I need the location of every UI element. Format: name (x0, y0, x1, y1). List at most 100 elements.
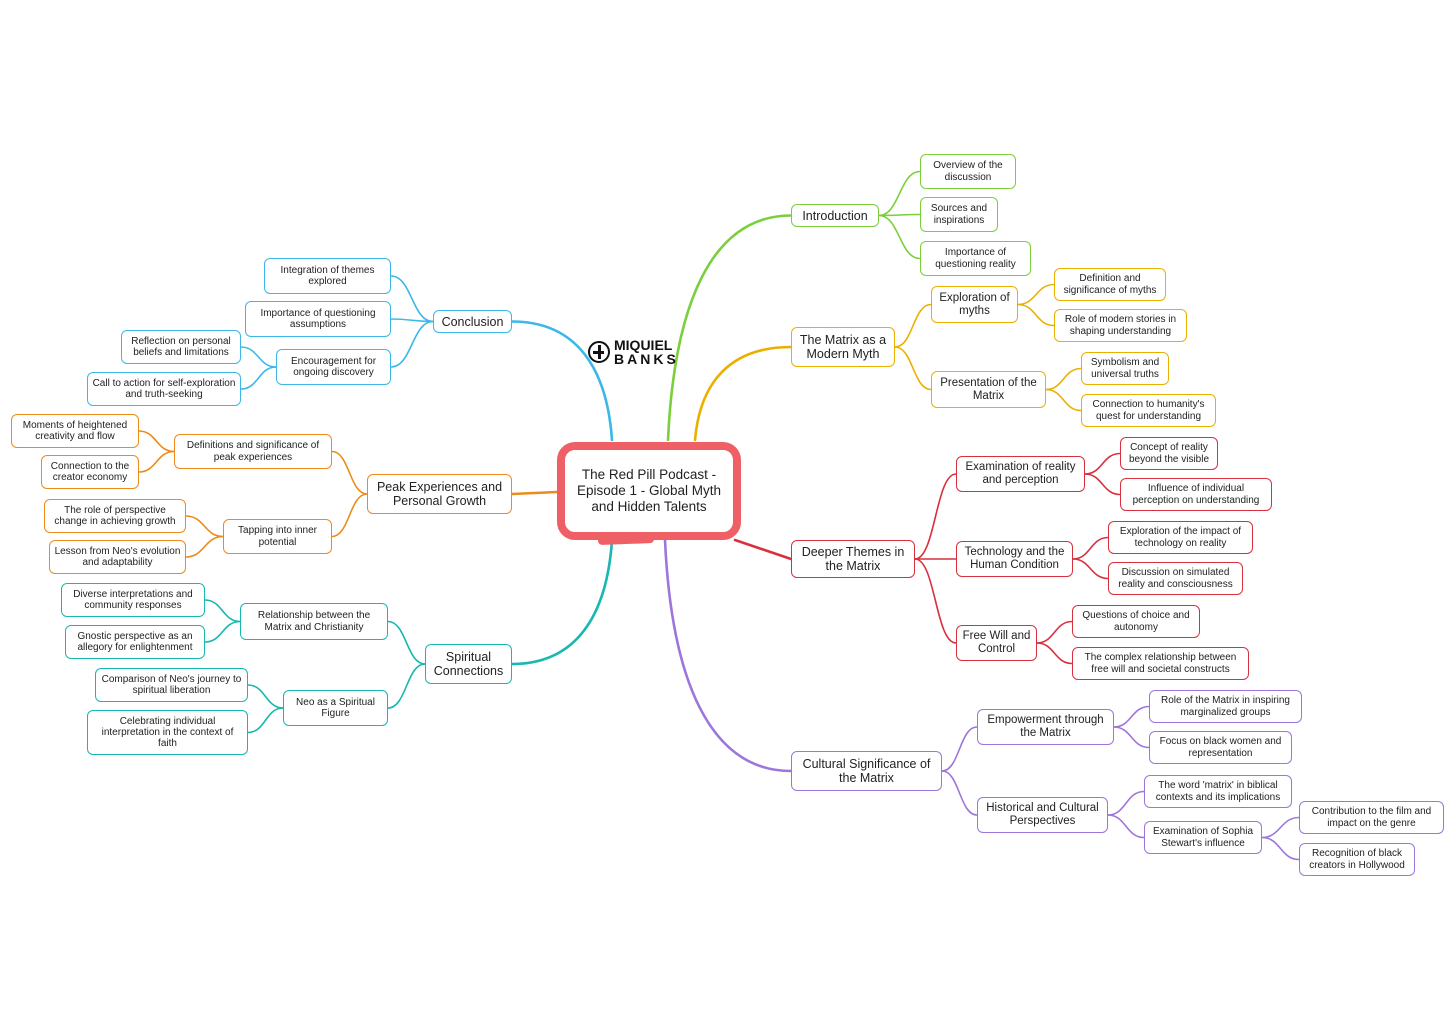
connector-line (1072, 558, 1109, 580)
connector-line (878, 214, 921, 260)
detail-free-will-societal[interactable]: The complex relationship between free wi… (1072, 647, 1249, 680)
root-connector-spiritual (510, 538, 614, 666)
subtopic-overview[interactable]: Overview of the discussion (920, 154, 1016, 189)
topic-spiritual-connections[interactable]: Spiritual Connections (425, 644, 512, 684)
detail-call-to-action[interactable]: Call to action for self-exploration and … (87, 372, 241, 406)
detail-gnostic-perspective[interactable]: Gnostic perspective as an allegory for e… (65, 625, 205, 659)
connector-line (1072, 536, 1109, 560)
root-connector-peak (510, 490, 559, 496)
detail-individual-interpretation[interactable]: Celebrating individual interpretation in… (87, 710, 248, 755)
detail-black-creators[interactable]: Recognition of black creators in Hollywo… (1299, 843, 1415, 876)
subtopic-neo-spiritual-figure[interactable]: Neo as a Spiritual Figure (283, 690, 388, 726)
root-connector-conclusion (510, 320, 614, 442)
detail-diverse-interpretations[interactable]: Diverse interpretations and community re… (61, 583, 205, 617)
subtopic-definitions-peak-experiences[interactable]: Definitions and significance of peak exp… (174, 434, 332, 469)
detail-perspective-change[interactable]: The role of perspective change in achiev… (44, 499, 186, 533)
subtopic-exploration-of-myths[interactable]: Exploration of myths (931, 286, 1018, 323)
brand-logo: MIQUIEL BANKS (588, 338, 679, 366)
connector-line (1084, 452, 1121, 475)
topic-matrix-modern-myth[interactable]: The Matrix as a Modern Myth (791, 327, 895, 367)
mb-logo-icon (588, 341, 610, 363)
connector-line (1261, 816, 1300, 839)
topic-deeper-themes[interactable]: Deeper Themes in the Matrix (791, 540, 915, 578)
connector-line (1045, 367, 1082, 391)
subtopic-matrix-christianity[interactable]: Relationship between the Matrix and Chri… (240, 603, 388, 640)
detail-impact-of-technology[interactable]: Exploration of the impact of technology … (1108, 521, 1253, 554)
connector-line (247, 707, 284, 734)
subtopic-ongoing-discovery[interactable]: Encouragement for ongoing discovery (276, 349, 391, 385)
subtopic-integration-of-themes[interactable]: Integration of themes explored (264, 258, 391, 294)
logo-text: MIQUIEL BANKS (614, 338, 679, 366)
connector-line (138, 430, 175, 453)
detail-neo-evolution[interactable]: Lesson from Neo's evolution and adaptabi… (49, 540, 186, 574)
subtopic-questioning-assumptions[interactable]: Importance of questioning assumptions (245, 301, 391, 337)
root-connector-deeper (733, 538, 793, 561)
detail-marginalized-groups[interactable]: Role of the Matrix in inspiring marginal… (1149, 690, 1302, 723)
subtopic-sources[interactable]: Sources and inspirations (920, 197, 998, 232)
detail-creator-economy[interactable]: Connection to the creator economy (41, 455, 139, 489)
subtopic-technology-human-condition[interactable]: Technology and the Human Condition (956, 541, 1073, 577)
connector-line (1261, 836, 1300, 861)
connector-line (185, 535, 224, 558)
subtopic-reality-perception[interactable]: Examination of reality and perception (956, 456, 1085, 492)
detail-symbolism[interactable]: Symbolism and universal truths (1081, 352, 1169, 385)
root-connector-cultural (663, 538, 793, 773)
topic-introduction[interactable]: Introduction (791, 204, 879, 227)
subtopic-inner-potential[interactable]: Tapping into inner potential (223, 519, 332, 554)
detail-choice-autonomy[interactable]: Questions of choice and autonomy (1072, 605, 1200, 638)
detail-humanity-quest[interactable]: Connection to humanity's quest for under… (1081, 394, 1216, 427)
connector-line (1084, 473, 1121, 496)
connector-line (1113, 705, 1150, 728)
detail-reality-beyond-visible[interactable]: Concept of reality beyond the visible (1120, 437, 1218, 470)
connector-line (941, 726, 978, 772)
topic-cultural-significance[interactable]: Cultural Significance of the Matrix (791, 751, 942, 791)
detail-definition-of-myths[interactable]: Definition and significance of myths (1054, 268, 1166, 301)
detail-role-of-modern-stories[interactable]: Role of modern stories in shaping unders… (1054, 309, 1187, 342)
connector-line (185, 515, 224, 538)
connector-line (914, 558, 957, 644)
detail-sophia-stewart[interactable]: Examination of Sophia Stewart's influenc… (1144, 821, 1262, 854)
subtopic-questioning-reality[interactable]: Importance of questioning reality (920, 241, 1031, 276)
topic-peak-experiences[interactable]: Peak Experiences and Personal Growth (367, 474, 512, 514)
subtopic-historical-cultural[interactable]: Historical and Cultural Perspectives (977, 797, 1108, 833)
connector-line (941, 770, 978, 816)
detail-black-women-representation[interactable]: Focus on black women and representation (1149, 731, 1292, 764)
root-topic[interactable]: The Red Pill Podcast - Episode 1 - Globa… (557, 442, 741, 540)
connector-line (387, 620, 426, 665)
subtopic-empowerment[interactable]: Empowerment through the Matrix (977, 709, 1114, 745)
connector-line (878, 170, 921, 217)
connector-line (390, 275, 434, 323)
connector-line (1017, 303, 1055, 327)
connector-line (1107, 790, 1145, 816)
logo-line-1: MIQUIEL (614, 337, 673, 353)
topic-conclusion[interactable]: Conclusion (433, 310, 512, 333)
connector-line (894, 346, 932, 391)
connector-line (1113, 726, 1150, 749)
detail-simulated-reality[interactable]: Discussion on simulated reality and cons… (1108, 562, 1243, 595)
root-connector-myth (693, 345, 793, 442)
connector-line (204, 599, 241, 623)
detail-individual-perception[interactable]: Influence of individual perception on un… (1120, 478, 1272, 511)
detail-neo-journey[interactable]: Comparison of Neo's journey to spiritual… (95, 668, 248, 702)
logo-line-2: BANKS (614, 351, 679, 367)
connector-line (1045, 388, 1082, 412)
connector-line (1036, 620, 1073, 644)
detail-contribution-to-film[interactable]: Contribution to the film and impact on t… (1299, 801, 1444, 834)
connector-line (914, 473, 957, 560)
connector-line (138, 450, 175, 473)
subtopic-free-will-control[interactable]: Free Will and Control (956, 625, 1037, 661)
detail-personal-beliefs[interactable]: Reflection on personal beliefs and limit… (121, 330, 241, 364)
detail-word-matrix-biblical[interactable]: The word 'matrix' in biblical contexts a… (1144, 775, 1292, 808)
connector-line (331, 493, 368, 538)
connector-line (387, 663, 426, 709)
connector-line (331, 450, 368, 495)
connector-line (390, 320, 434, 368)
subtopic-presentation-of-matrix[interactable]: Presentation of the Matrix (931, 371, 1046, 408)
connector-line (1036, 642, 1073, 665)
connector-line (894, 303, 932, 348)
connector-line (1017, 283, 1055, 306)
connector-line (247, 684, 284, 709)
detail-heightened-creativity[interactable]: Moments of heightened creativity and flo… (11, 414, 139, 448)
